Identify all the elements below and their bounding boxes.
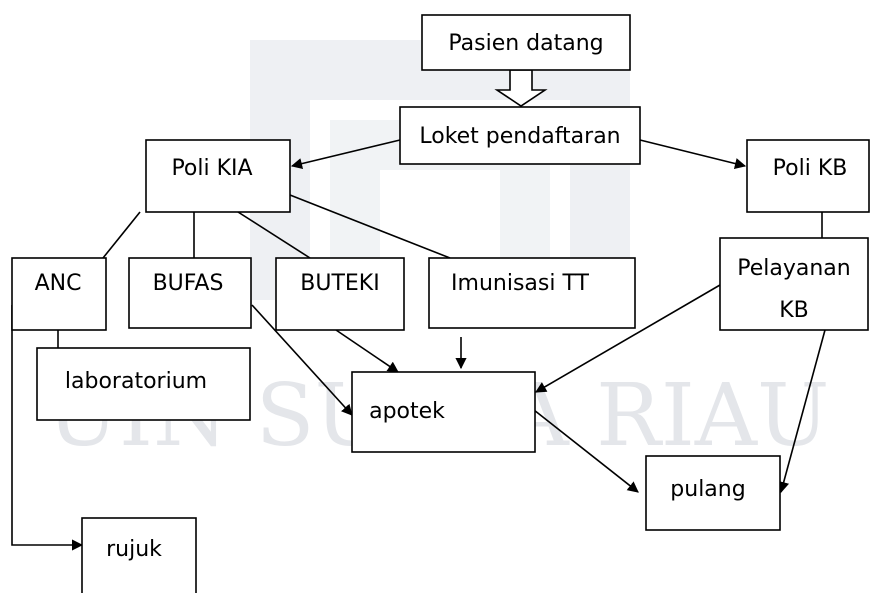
- label-bufas: BUFAS: [153, 271, 224, 296]
- label-pasien-datang: Pasien datang: [448, 31, 603, 56]
- edge-pelayanankb-pulang: [778, 329, 826, 494]
- box-poli-kia: [145, 139, 291, 213]
- label-apotek: apotek: [369, 399, 445, 424]
- edge-apotek-pulang: [533, 409, 639, 493]
- label-pulang: pulang: [670, 477, 745, 502]
- label-poli-kb: Poli KB: [773, 156, 848, 181]
- box-imunisasi-tt: [428, 257, 636, 329]
- label-imunisasi-tt: Imunisasi TT: [451, 271, 589, 296]
- hollow-arrow: [494, 69, 548, 107]
- edge-loket-polikb: [639, 139, 747, 170]
- label-rujuk: rujuk: [106, 537, 162, 562]
- box-pasien-datang: [421, 14, 631, 71]
- box-anc: [11, 257, 107, 331]
- box-laboratorium: [36, 347, 251, 421]
- box-apotek: [351, 371, 536, 453]
- label-pelayanan-kb-line1: Pelayanan: [737, 256, 850, 281]
- box-pulang: [645, 455, 781, 531]
- box-poli-kb: [746, 139, 870, 213]
- label-loket-pendaftaran: Loket pendaftaran: [419, 124, 620, 149]
- label-buteki: BUTEKI: [300, 271, 379, 296]
- label-poli-kia: Poli KIA: [171, 156, 252, 181]
- label-anc: ANC: [35, 271, 82, 296]
- edge-anc-rujuk: [11, 305, 84, 551]
- edge-loket-polikia: [290, 139, 401, 170]
- box-buteki: [275, 257, 405, 331]
- edge-buteki-apotek: [335, 329, 399, 373]
- box-bufas: [128, 257, 252, 329]
- box-pelayanan-kb: [719, 237, 869, 331]
- box-loket-pendaftaran: [399, 106, 641, 165]
- edge-polikia-anc: [102, 211, 141, 259]
- label-pelayanan-kb-line2: KB: [779, 298, 809, 323]
- edge-pelayanan-apotek: [535, 284, 721, 393]
- edge-polikia-buteki: [237, 211, 311, 259]
- label-laboratorium: laboratorium: [65, 369, 207, 394]
- edge-bufas-apotek: [251, 304, 353, 416]
- box-rujuk: [81, 517, 197, 593]
- edge-polikia-imunisasi: [289, 194, 451, 259]
